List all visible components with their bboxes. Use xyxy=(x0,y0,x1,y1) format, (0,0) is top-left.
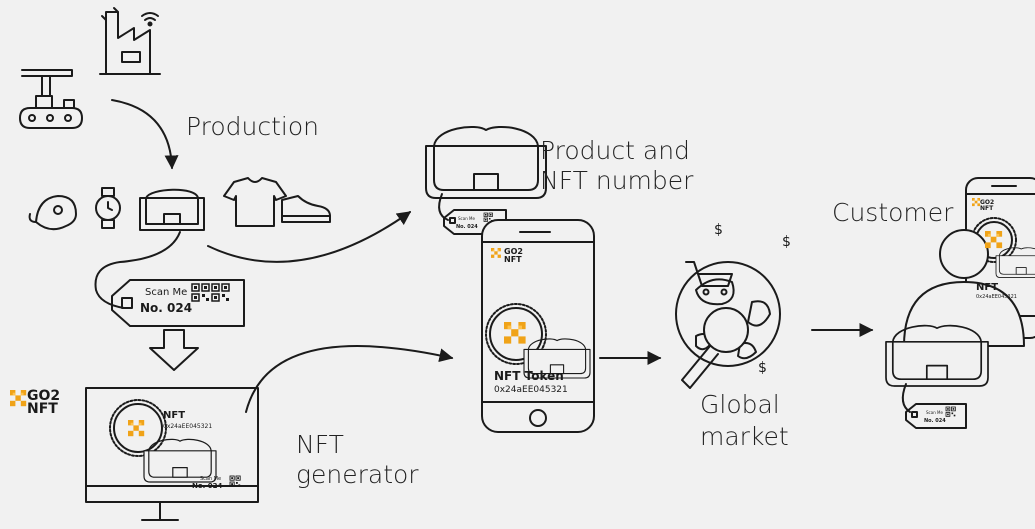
phone-nft-title: NFT Token xyxy=(494,369,564,383)
brand-name-line1: GO2 xyxy=(27,388,60,404)
phone-nft-code: 0x24aEE045321 xyxy=(494,385,568,395)
customer-person-icon xyxy=(903,229,1025,347)
cap-icon xyxy=(28,195,77,231)
phone-tag-scan: Scan Me xyxy=(458,216,475,221)
phone-tag-number: No. 024 xyxy=(456,224,478,230)
tshirt-icon xyxy=(223,177,287,227)
customer-nft-title: NFT xyxy=(976,282,998,293)
customer-label: Customer xyxy=(832,198,954,227)
product-arrow xyxy=(207,211,412,263)
phone-tag-qr-icon xyxy=(483,212,493,222)
customer-brand-line1: GO2 xyxy=(980,199,994,206)
phone-brand-line1: GO2 xyxy=(504,247,523,256)
monitor-nft-title: NFT xyxy=(163,410,185,421)
currency-symbol-1: $ xyxy=(714,222,723,238)
watch-icon xyxy=(95,187,121,229)
tag-qr-icon xyxy=(191,283,210,302)
scan-me-tag xyxy=(111,279,245,327)
robot-arm-conveyor-icon xyxy=(19,69,83,129)
tag-scan-text: Scan Me xyxy=(145,287,187,298)
sneaker-icon xyxy=(281,195,331,223)
product-label-line1: Product and xyxy=(540,136,690,165)
customer-brand-line2: NFT xyxy=(980,205,994,212)
global-market-label-line1: Global xyxy=(700,390,780,419)
factory-icon xyxy=(99,7,161,75)
smartphone xyxy=(481,219,595,433)
customer-tag-number: No. 024 xyxy=(924,418,946,424)
monitor-nft-code: 0x24aEE045321 xyxy=(163,423,212,430)
monitor-tag-number: No. 024 xyxy=(192,482,223,490)
currency-symbol-3: $ xyxy=(758,360,767,376)
down-arrow xyxy=(149,329,199,371)
generator-arrow xyxy=(245,345,454,413)
global-market-label-line2: market xyxy=(700,422,789,451)
brand-logo-icon xyxy=(10,390,27,407)
phone-brand-line2: NFT xyxy=(504,255,522,264)
customer-tag xyxy=(905,403,967,429)
production-bag-icon xyxy=(139,188,205,231)
customer-tag-scan: Scan Me xyxy=(926,410,943,415)
brand-name-line2: NFT xyxy=(27,401,58,417)
nft-generator-label-line2: generator xyxy=(296,460,419,489)
globe-magnifier-icon xyxy=(675,261,781,389)
nft-generator-label-line1: NFT xyxy=(296,430,344,459)
monitor-tag-scan: Scan Me xyxy=(200,476,221,482)
customer-nft-code: 0x24aEE045321 xyxy=(976,294,1017,300)
tag-number-text: No. 024 xyxy=(140,301,192,315)
product-label-line2: NFT number xyxy=(540,166,694,195)
production-arrow xyxy=(111,99,179,170)
currency-symbol-2: $ xyxy=(782,234,791,250)
customer-tag-qr-icon xyxy=(945,406,956,417)
production-label: Production xyxy=(186,112,320,141)
product-bag-icon xyxy=(425,125,547,199)
